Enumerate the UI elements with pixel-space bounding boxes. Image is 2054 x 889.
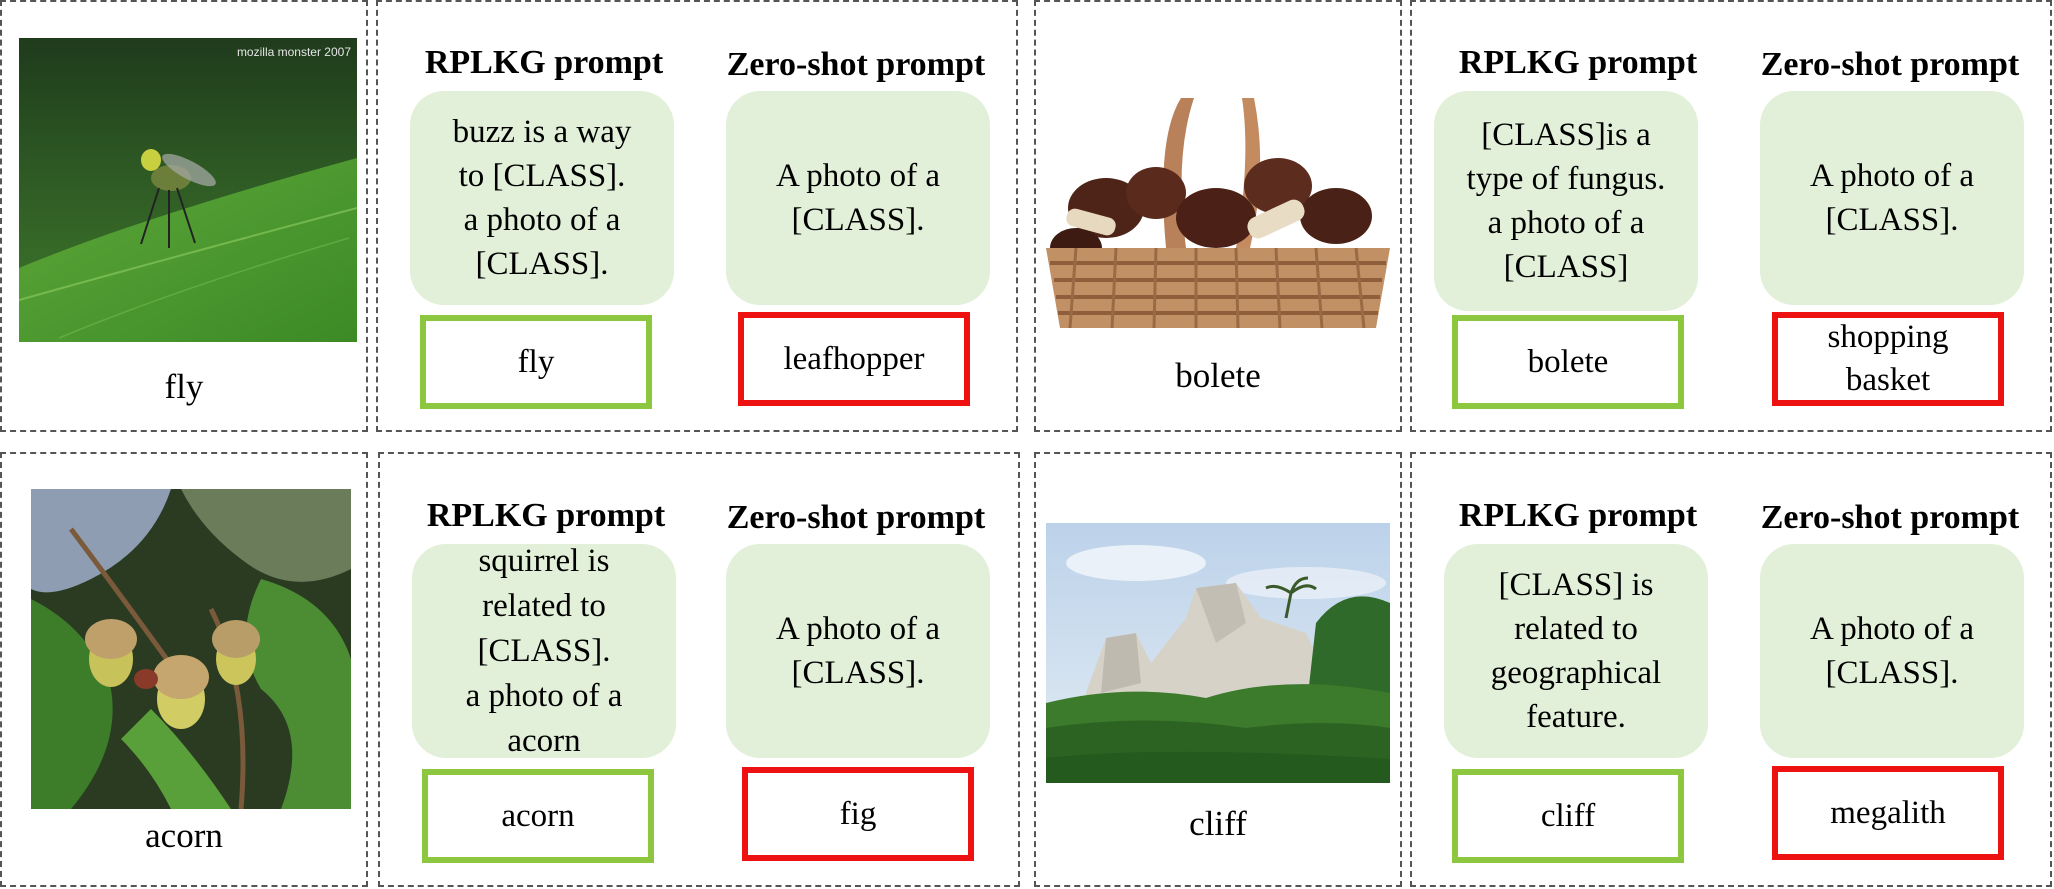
prompt-line: A photo of a	[775, 158, 941, 194]
prediction-text: fig	[839, 795, 877, 832]
prompt-line: [CLASS].	[1825, 655, 1959, 691]
prompt-line: [CLASS]	[1503, 249, 1629, 285]
zeroshot-wrong-prediction: leafhopper	[738, 312, 970, 406]
prompt-line: buzz is a way	[452, 114, 632, 150]
prompt-line: [CLASS].	[791, 655, 925, 691]
rplkg-correct-prediction: fly	[420, 315, 652, 409]
prompt-panel-fly: RPLKG prompt Zero-shot prompt buzz is a …	[376, 0, 1018, 432]
zeroshot-prompt-title: Zero-shot prompt	[1760, 46, 2020, 83]
prompt-line: feature.	[1526, 699, 1626, 735]
image-panel-bolete: bolete	[1034, 0, 1402, 432]
class-label-bolete: bolete	[1175, 356, 1261, 395]
prompt-line: acorn	[507, 722, 581, 759]
prompt-line: [CLASS].	[477, 632, 611, 669]
prediction-text: basket	[1845, 362, 1931, 398]
zeroshot-wrong-prediction: fig	[742, 767, 974, 861]
zeroshot-prompt-bubble: A photo of a [CLASS].	[726, 91, 990, 305]
class-label-fly: fly	[164, 367, 204, 406]
prompt-line: geographical	[1490, 655, 1662, 691]
cliff-rock-photo	[1046, 523, 1390, 783]
prompt-line: [CLASS] is	[1498, 567, 1654, 603]
prediction-text: shopping	[1827, 319, 1949, 355]
mushroom-basket-photo	[1046, 98, 1390, 328]
class-label-acorn: acorn	[145, 816, 223, 855]
prompt-panel-bolete: RPLKG prompt Zero-shot prompt [CLASS]is …	[1410, 0, 2052, 432]
zeroshot-prompt-bubble: A photo of a [CLASS].	[726, 544, 990, 758]
prompt-line: A photo of a	[775, 611, 941, 647]
prediction-text: bolete	[1527, 343, 1609, 380]
prompt-panel-cliff: RPLKG prompt Zero-shot prompt [CLASS] is…	[1410, 452, 2052, 887]
zeroshot-prompt-title: Zero-shot prompt	[726, 46, 986, 83]
rplkg-correct-prediction: cliff	[1452, 769, 1684, 863]
zeroshot-wrong-prediction: megalith	[1772, 766, 2004, 860]
prompt-line: [CLASS].	[475, 246, 609, 282]
prompt-line: [CLASS]is a	[1481, 117, 1651, 153]
prompt-line: related to	[1514, 611, 1638, 647]
zeroshot-prompt-bubble: A photo of a [CLASS].	[1760, 544, 2024, 758]
image-panel-cliff: cliff	[1034, 452, 1402, 887]
prompt-line: to [CLASS].	[458, 158, 626, 194]
prompt-panel-acorn: RPLKG prompt Zero-shot prompt squirrel i…	[378, 452, 1020, 887]
photo-watermark: mozilla monster 2007	[237, 45, 351, 59]
zeroshot-prompt-title: Zero-shot prompt	[1760, 499, 2020, 536]
zeroshot-prompt-bubble: A photo of a [CLASS].	[1760, 91, 2024, 305]
image-panel-fly: mozilla monster 2007 fly	[0, 0, 368, 432]
rplkg-prompt-bubble: [CLASS] is related to geographical featu…	[1444, 544, 1708, 758]
prompt-line: a photo of a	[465, 677, 623, 714]
prompt-line: type of fungus.	[1466, 161, 1666, 197]
rplkg-prompt-title: RPLKG prompt	[426, 497, 666, 534]
prompt-line: A photo of a	[1809, 158, 1975, 194]
prediction-text: acorn	[501, 797, 575, 834]
rplkg-prompt-title: RPLKG prompt	[424, 44, 664, 81]
rplkg-correct-prediction: acorn	[422, 769, 654, 863]
image-panel-acorn: acorn	[0, 452, 368, 887]
rplkg-correct-prediction: bolete	[1452, 315, 1684, 409]
prompt-line: squirrel is	[478, 542, 610, 579]
prompt-line: A photo of a	[1809, 611, 1975, 647]
prediction-text: fly	[517, 343, 555, 380]
class-label-cliff: cliff	[1189, 804, 1247, 843]
rplkg-prompt-title: RPLKG prompt	[1458, 497, 1698, 534]
prompt-line: related to	[482, 587, 606, 624]
acorn-branch-photo	[31, 489, 351, 809]
rplkg-prompt-bubble: squirrel is related to [CLASS]. a photo …	[412, 543, 676, 759]
prediction-text: leafhopper	[783, 340, 925, 377]
rplkg-prompt-bubble: [CLASS]is a type of fungus. a photo of a…	[1434, 91, 1698, 311]
prompt-line: a photo of a	[1487, 205, 1645, 241]
fly-on-leaf-photo: mozilla monster 2007	[19, 38, 357, 342]
prediction-text: cliff	[1540, 797, 1596, 834]
prompt-line: [CLASS].	[791, 202, 925, 238]
prediction-text: megalith	[1830, 794, 1946, 831]
zeroshot-wrong-prediction: shopping basket	[1772, 312, 2004, 406]
prompt-line: [CLASS].	[1825, 202, 1959, 238]
rplkg-prompt-title: RPLKG prompt	[1458, 44, 1698, 81]
rplkg-prompt-bubble: buzz is a way to [CLASS]. a photo of a […	[410, 91, 674, 305]
zeroshot-prompt-title: Zero-shot prompt	[726, 499, 986, 536]
prompt-line: a photo of a	[463, 202, 621, 238]
